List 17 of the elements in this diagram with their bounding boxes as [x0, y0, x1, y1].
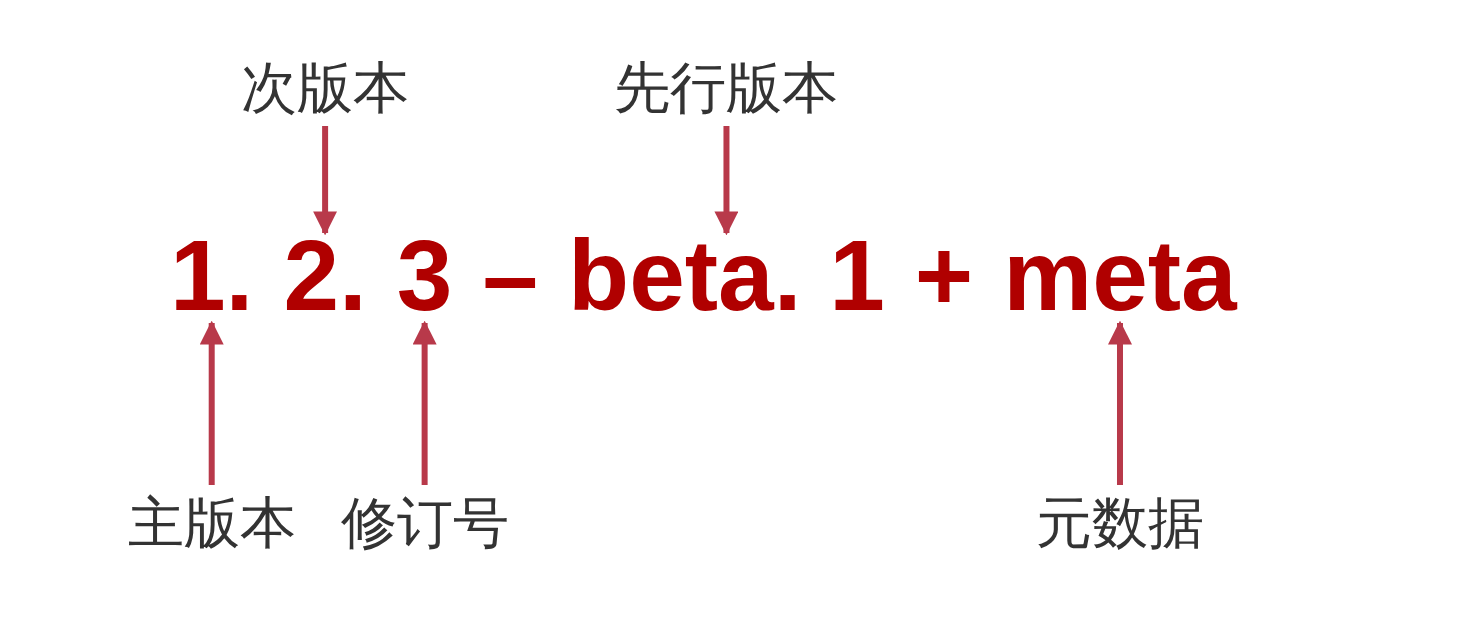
arrow — [714, 126, 739, 236]
annotation-label: 次版本 — [241, 60, 410, 116]
version-number-part: 3 — [396, 225, 453, 325]
arrow — [199, 320, 224, 485]
dash-sign: – — [482, 225, 539, 325]
version-number-part: 1. — [170, 225, 254, 325]
annotation-label: 元数据 — [1036, 495, 1204, 551]
version-number-part: meta — [1003, 225, 1237, 325]
annotation-label: 主版本 — [127, 495, 296, 551]
arrow — [313, 126, 338, 236]
annotation-label: 修订号 — [340, 495, 509, 551]
plus-sign: + — [914, 225, 974, 325]
version-number-part: 2. — [283, 225, 367, 325]
arrow — [1108, 320, 1132, 485]
annotation-label: 先行版本 — [614, 60, 839, 116]
version-number-part: beta. 1 — [568, 225, 885, 325]
arrow — [412, 320, 437, 485]
